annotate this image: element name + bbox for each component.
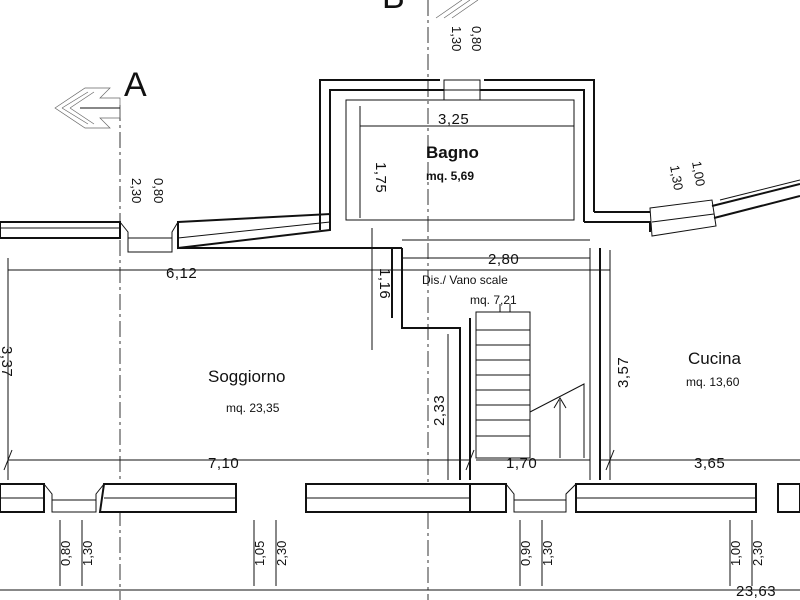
bagno-walls	[319, 79, 595, 230]
opening-bottom-center-1: 0,90	[518, 541, 533, 566]
dim-soggiorno-height: 3,37	[0, 346, 15, 377]
opening-bottom-right-2: 2,30	[750, 541, 765, 566]
opening-top-right-2: 1,00	[689, 160, 708, 188]
section-arrow-a	[54, 87, 121, 129]
dim-dis-width: 2,80	[488, 251, 519, 268]
window-top-right	[649, 199, 717, 237]
dimension-lines	[0, 106, 800, 591]
opening-top-bagno-1: 1,30	[449, 26, 464, 51]
dim-soggiorno-top: 6,12	[166, 265, 197, 282]
staircase	[475, 304, 585, 459]
room-name-disimpegno: Dis./ Vano scale	[422, 273, 508, 287]
section-label-b: B	[382, 0, 405, 16]
opening-bottom-mid-left-1: 1,05	[252, 541, 267, 566]
wall-center	[178, 239, 601, 480]
section-label-a: A	[124, 66, 147, 104]
room-name-soggiorno: Soggiorno	[208, 367, 286, 386]
wall-top-right	[584, 179, 800, 232]
dim-corridor-height: 2,33	[431, 395, 448, 426]
opening-top-left-1: 2,30	[129, 178, 144, 203]
window-bagno	[443, 79, 481, 101]
opening-top-left-2: 0,80	[151, 178, 166, 203]
room-area-disimpegno: mq. 7,21	[470, 293, 517, 307]
dim-soggiorno-bottom: 7,10	[208, 455, 239, 472]
opening-bottom-left-2: 1,30	[80, 541, 95, 566]
opening-bottom-right-1: 1,00	[728, 541, 743, 566]
dim-bagno-width: 3,25	[438, 111, 469, 128]
section-arrow-b	[435, 0, 479, 19]
dim-cucina-bottom: 3,65	[694, 455, 725, 472]
room-name-cucina: Cucina	[688, 349, 741, 368]
room-area-soggiorno: mq. 23,35	[226, 401, 280, 415]
dim-dis-depth: 1,16	[376, 268, 393, 299]
window-bottom-center	[505, 483, 577, 513]
dim-bagno-depth: 1,75	[372, 162, 389, 193]
opening-bottom-center-2: 1,30	[540, 541, 555, 566]
window-bottom-left	[43, 483, 105, 513]
dim-cucina-height: 3,57	[615, 357, 632, 388]
room-name-bagno: Bagno	[426, 143, 479, 162]
dim-stair-width: 1,70	[506, 455, 537, 472]
wall-bottom	[0, 483, 800, 513]
wall-top-left	[0, 212, 331, 250]
room-area-cucina: mq. 13,60	[686, 375, 740, 389]
room-area-bagno: mq. 5,69	[426, 169, 474, 183]
opening-bottom-left-1: 0,80	[58, 541, 73, 566]
window-top-left	[119, 221, 179, 253]
opening-top-right-1: 1,30	[667, 164, 686, 192]
opening-top-bagno-2: 0,80	[469, 26, 484, 51]
opening-dimension-ticks	[59, 520, 753, 586]
opening-bottom-mid-left-2: 2,30	[274, 541, 289, 566]
dim-total-length: 23,63	[736, 583, 776, 600]
